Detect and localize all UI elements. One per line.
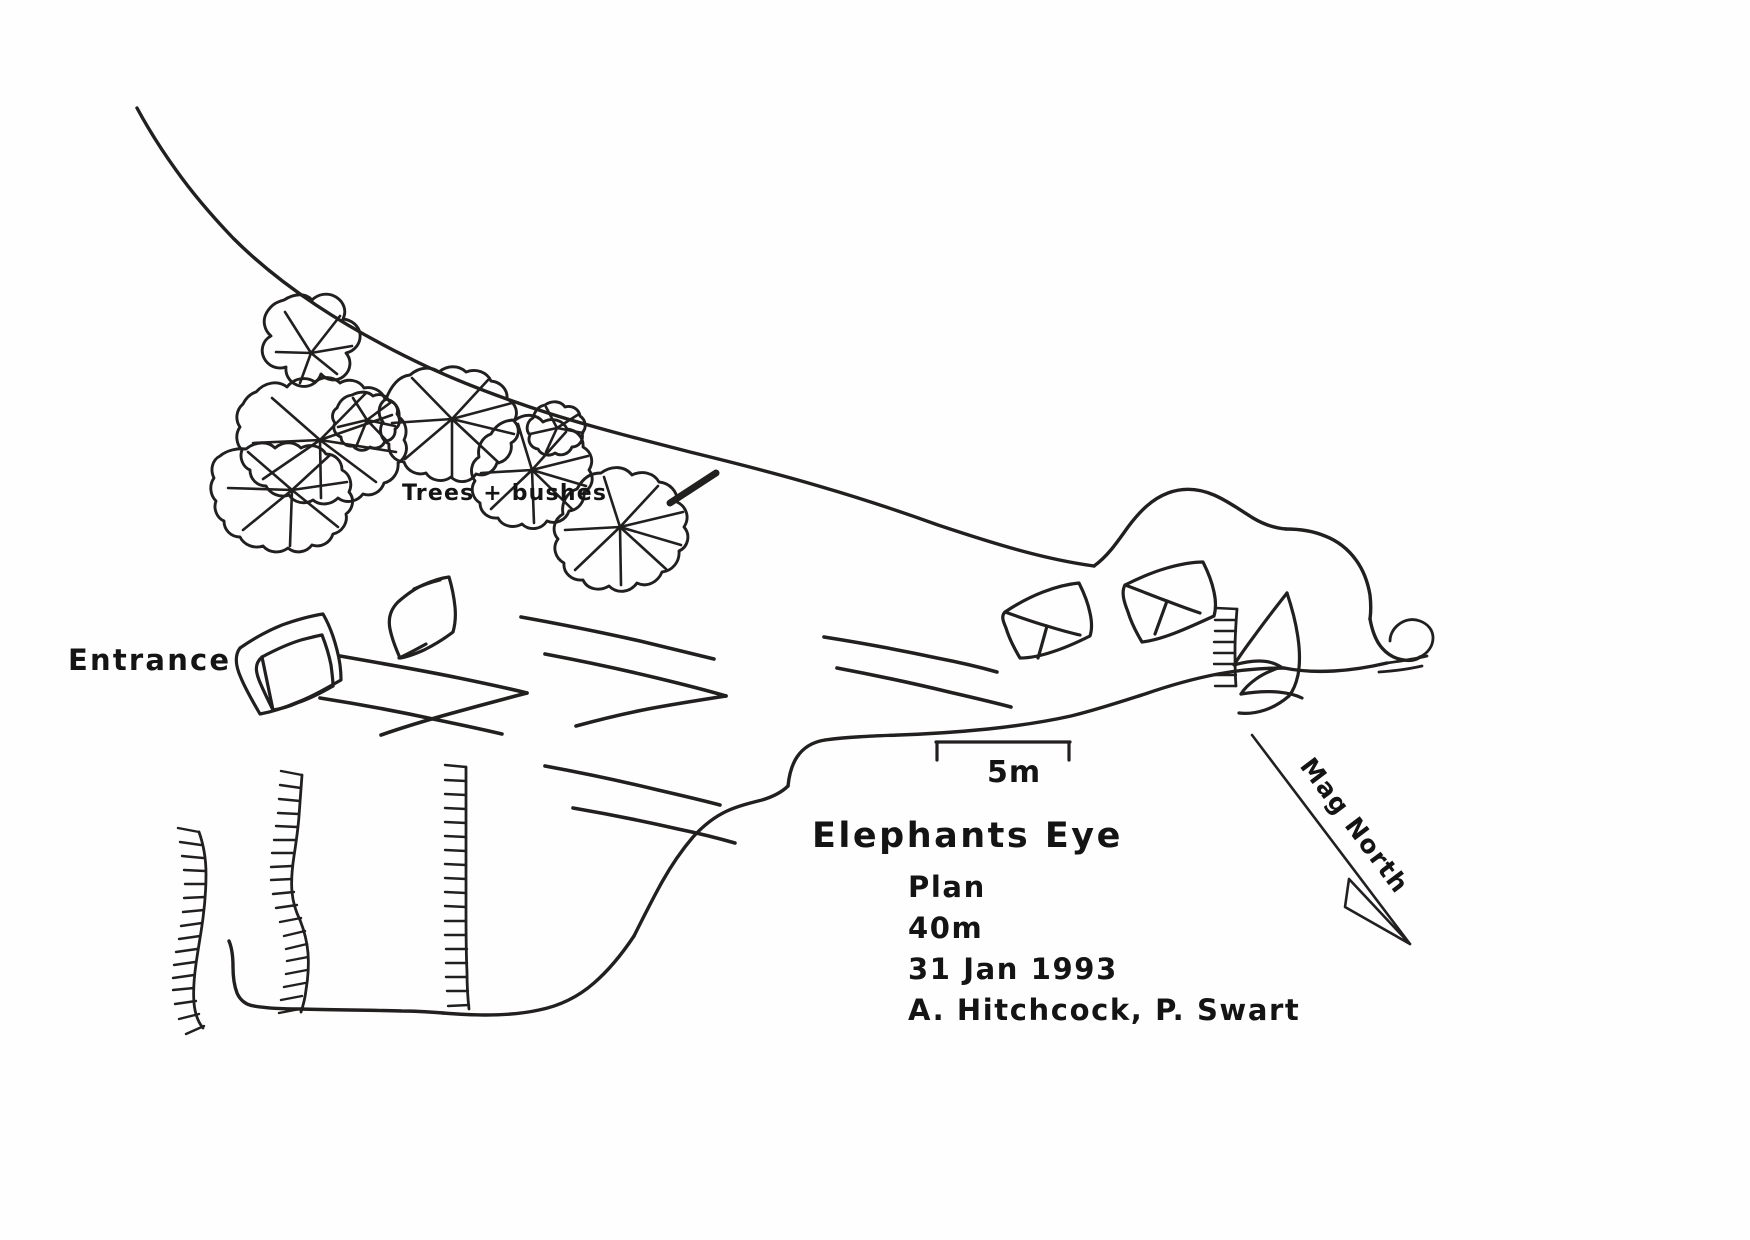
surveyors-label: A. Hitchcock, P. Swart <box>908 993 1300 1027</box>
cave-length-label: 40m <box>908 911 983 945</box>
boulder-entrance-large <box>234 612 343 716</box>
hatched-cliff-left-outer <box>171 826 208 1036</box>
view-type-label: Plan <box>908 870 986 904</box>
tree-canopy-7 <box>552 466 720 593</box>
north-arrow <box>1250 733 1412 946</box>
vegetation-cluster <box>209 292 720 593</box>
debris-chevron-lines <box>318 615 1013 845</box>
tree-canopy-8 <box>525 400 587 457</box>
north-arrow-label: Mag North <box>1294 752 1415 899</box>
boulder-right-lower <box>1121 560 1218 644</box>
boulder-right-upper <box>1001 581 1094 660</box>
entrance-label: Entrance <box>68 643 231 677</box>
right-chamber-inner-outline <box>1232 591 1304 715</box>
hillside-edge-line <box>135 106 1422 663</box>
scale-bar-label: 5m <box>987 755 1041 790</box>
lower-boundary-line <box>227 939 445 1015</box>
hatched-cliff-left-middle <box>269 769 310 1015</box>
tree-canopy-1 <box>260 292 362 388</box>
cave-name-title: Elephants Eye <box>812 816 1123 856</box>
bush-angular-5 <box>331 390 401 452</box>
survey-date-label: 31 Jan 1993 <box>908 952 1118 986</box>
hatched-slope-right <box>1212 606 1239 688</box>
hatched-cliff-left-inner <box>443 763 471 1011</box>
scale-bar <box>934 740 1072 762</box>
vegetation-label: Trees + bushes <box>402 481 607 506</box>
cave-tip-feature <box>1377 618 1435 674</box>
tree-canopy-3 <box>209 441 354 554</box>
boulder-small-upper-left <box>387 575 457 660</box>
